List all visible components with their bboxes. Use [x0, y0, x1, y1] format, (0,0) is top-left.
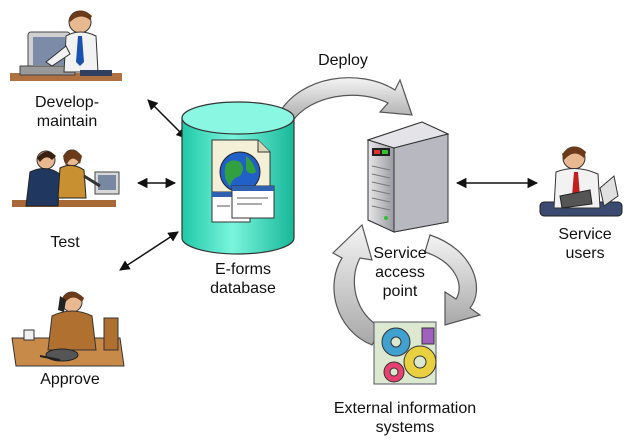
deploy-arrow	[277, 77, 413, 123]
database-label: E-forms database	[203, 260, 283, 298]
external-label-line-1: External information	[333, 400, 477, 417]
develop-maintain-label: Develop- maintain	[22, 93, 112, 131]
server-label-line-3: point	[382, 283, 418, 300]
service-user-clipart-icon	[539, 146, 623, 217]
approver-clipart-icon	[11, 291, 125, 367]
database-label-line-2: database	[210, 280, 276, 297]
service-access-point-label: Service access point	[360, 244, 440, 301]
approve-label: Approve	[20, 370, 120, 389]
developer-clipart-icon	[10, 10, 122, 81]
approve-label-text: Approve	[40, 371, 100, 388]
test-label-text: Test	[50, 234, 80, 251]
develop-label-line-1: Develop-	[34, 94, 100, 111]
cycle-arrow-right	[424, 234, 482, 326]
deploy-label: Deploy	[298, 51, 388, 70]
database-label-line-1: E-forms	[215, 261, 271, 278]
globe-document-icon	[211, 139, 275, 223]
test-label: Test	[30, 233, 100, 252]
external-systems-label: External information systems	[320, 399, 490, 437]
arrow-develop-database	[147, 99, 187, 139]
deploy-label-text: Deploy	[318, 52, 368, 69]
testers-clipart-icon	[12, 149, 120, 207]
users-label-line-2: users	[565, 245, 605, 262]
cycle-arrow-left	[332, 223, 383, 346]
server-label-line-2: access	[375, 264, 425, 281]
users-label-line-1: Service	[558, 226, 612, 243]
develop-label-line-2: maintain	[36, 113, 98, 130]
gears-puzzle-icon	[373, 321, 437, 385]
service-users-label: Service users	[545, 225, 625, 263]
server-label-line-1: Service	[373, 245, 427, 262]
external-label-line-2: systems	[375, 419, 435, 436]
server-tower-icon	[366, 121, 450, 233]
arrow-approve-database	[119, 231, 179, 271]
